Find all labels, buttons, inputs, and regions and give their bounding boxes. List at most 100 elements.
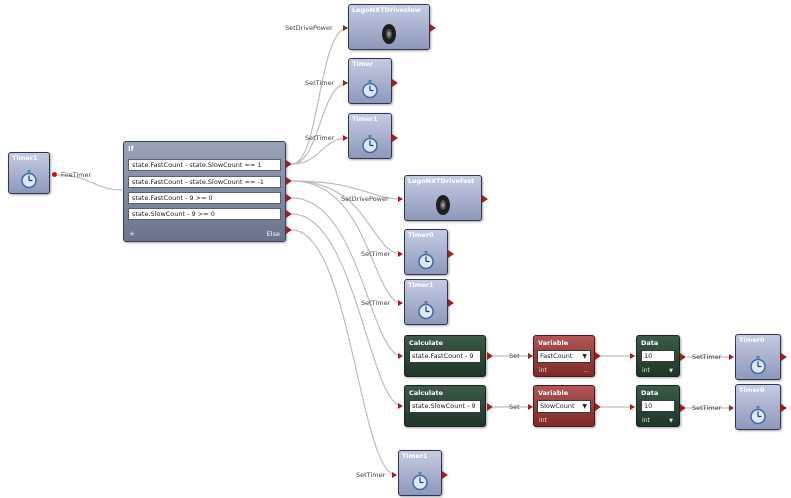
lego-nxt-drive-fast-activity[interactable]: LegoNXTDrivefast [404,175,482,221]
calculate-expression-field[interactable]: state.SlowCount - 9 [409,400,481,413]
calculate-output-port[interactable] [487,403,493,411]
data-input-port[interactable] [630,353,635,359]
set-label: Set [509,403,520,411]
stopwatch-icon [362,135,378,154]
variable-output-port[interactable] [595,352,601,360]
if-condition-4[interactable]: state.SlowCount - 9 >= 0 [128,208,281,220]
drive-slow-input-port[interactable] [343,25,348,31]
set-timer-label: SetTimer [305,134,335,142]
wire-else-timer1 [291,229,397,476]
calculate-title: Calculate [409,389,443,397]
calculate-output-port[interactable] [487,352,493,360]
wire-if3-calc [291,197,403,357]
timer-output-port[interactable] [392,79,398,87]
if-condition-2[interactable]: state.FastCount - state.SlowCount == -1 [128,176,281,188]
timer1-activity[interactable]: Timer1 [404,279,448,325]
variable-input-port[interactable] [528,404,533,410]
chevron-down-icon: ▼ [582,353,587,360]
timer0-output-port[interactable] [448,250,454,258]
firetimer-port[interactable] [52,172,57,177]
stopwatch-icon [418,251,434,270]
timer1-activity[interactable]: Timer1 [398,450,442,496]
chevron-down-icon[interactable]: ▼ [669,368,673,374]
variable-activity[interactable]: Variable SlowCount ▼ int [533,385,595,427]
activity-title: Timer0 [739,386,765,394]
data-title: Data [641,339,659,347]
set-timer-label: SetTimer [692,404,722,412]
set-timer-label: SetTimer [361,299,391,307]
variable-input-port[interactable] [528,353,533,359]
timer1-input-port[interactable] [343,135,348,141]
timer1-output-port[interactable] [392,134,398,142]
timer0-output-port[interactable] [781,353,787,361]
if-activity[interactable]: If state.FastCount - state.SlowCount == … [123,141,286,242]
stopwatch-icon [750,406,766,425]
data-title: Data [641,389,659,397]
timer0-input-port[interactable] [398,251,403,257]
drive-fast-input-port[interactable] [398,196,403,202]
add-condition-button[interactable]: + [129,230,135,238]
timer1-output-port[interactable] [448,299,454,307]
calculate-input-port[interactable] [398,353,403,359]
data-activity[interactable]: Data 10 int ▼ [636,385,680,427]
calculate-title: Calculate [409,339,443,347]
variable-activity[interactable]: Variable FastCount ▼ int ... [533,335,595,377]
calculate-activity[interactable]: Calculate state.FastCount - 9 [404,335,486,377]
variable-title: Variable [538,389,569,397]
stopwatch-icon [750,356,766,375]
if-condition-3[interactable]: state.FastCount - 9 >= 0 [128,192,281,204]
calculate-expression-field[interactable]: state.FastCount - 9 [409,350,481,363]
data-input-port[interactable] [630,404,635,410]
if-condition-1[interactable]: state.FastCount - state.SlowCount == 1 [128,159,281,171]
set-drive-power-label: SetDrivePower [285,24,333,32]
if-condition-3-port[interactable] [286,194,292,202]
data-value-field[interactable]: 10 [641,400,675,412]
drive-fast-output-port[interactable] [482,195,488,203]
timer0-output-port[interactable] [781,404,787,412]
wire-if1-timer [291,82,349,165]
timer1-source-activity[interactable]: Timer1 [8,152,50,194]
calculate-activity[interactable]: Calculate state.SlowCount - 9 [404,385,486,427]
timer1-output-port[interactable] [442,471,448,479]
drive-slow-output-port[interactable] [430,24,436,32]
variable-select[interactable]: SlowCount ▼ [537,400,591,413]
tire-icon [436,195,450,215]
if-else-label: Else [266,230,280,238]
data-activity[interactable]: Data 10 int ▼ [636,335,680,377]
timer0-input-port[interactable] [729,405,734,411]
chevron-down-icon: ▼ [582,403,587,410]
set-drive-power-label: SetDrivePower [341,195,389,203]
activity-title: Timer1 [408,281,434,289]
chevron-down-icon[interactable]: ▼ [669,418,673,424]
if-condition-4-port[interactable] [286,210,292,218]
set-timer-label: SetTimer [692,353,722,361]
wire-if1-drive-slow [291,27,349,165]
timer1-input-port[interactable] [398,300,403,306]
variable-more-button[interactable]: ... [583,367,589,374]
data-output-port[interactable] [680,404,686,412]
timer0-input-port[interactable] [729,354,734,360]
data-value-field[interactable]: 10 [641,350,675,362]
if-condition-2-port[interactable] [286,177,292,185]
tire-icon [382,24,396,44]
activity-title: LegoNXTDriveslow [352,6,421,14]
lego-nxt-drive-slow-activity[interactable]: LegoNXTDriveslow [348,4,430,50]
timer0-activity[interactable]: Timer0 [404,229,448,275]
variable-select[interactable]: FastCount ▼ [537,350,591,363]
timer0-activity[interactable]: Timer0 [735,384,781,430]
variable-selected-value: FastCount [540,352,573,360]
variable-selected-value: SlowCount [540,402,575,410]
if-title: If [128,145,134,153]
if-condition-1-port[interactable] [286,160,292,168]
timer-activity[interactable]: Timer [348,58,392,104]
timer1-activity[interactable]: Timer1 [348,113,392,159]
calculate-input-port[interactable] [398,403,403,409]
if-else-port[interactable] [286,226,292,234]
data-output-port[interactable] [680,353,686,361]
timer0-activity[interactable]: Timer0 [735,334,781,380]
activity-title: Timer0 [739,336,765,344]
timer-input-port[interactable] [343,80,348,86]
timer1-input-port[interactable] [392,472,397,478]
variable-output-port[interactable] [595,403,601,411]
